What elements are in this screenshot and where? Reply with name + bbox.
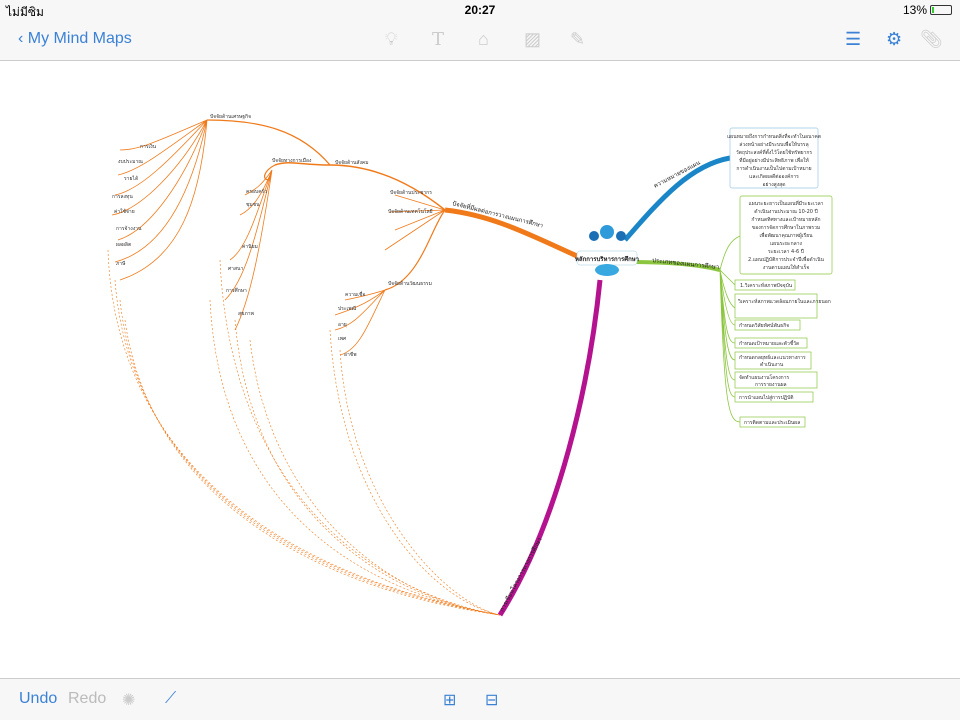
nav-bar: ‹ My Mind Maps 💡︎ T ⌂ ▨ ✎ ☰ ⚙ 📎︎ xyxy=(0,20,960,61)
outline-icon[interactable]: ☰ xyxy=(845,29,862,49)
green-topic[interactable]: กำหนดวิสัยทัศน์พันธกิจ xyxy=(734,319,801,331)
svg-text:จัดทำแผนงานโครงการ: จัดทำแผนงานโครงการ xyxy=(739,374,790,381)
orange-subtopic[interactable]: ปัจจัยด้านเทคโนโลยี xyxy=(388,208,433,215)
attachment-icon[interactable]: 📎︎ xyxy=(920,29,943,49)
orange-subtopic[interactable]: ปัจจัยทางการเมือง xyxy=(272,157,312,164)
image-icon[interactable]: ▨ xyxy=(524,29,542,49)
leaf-topic[interactable]: ศาสนา xyxy=(228,266,243,272)
battery-area: 13% xyxy=(903,3,952,17)
map-settings-icon[interactable]: ⚙ xyxy=(886,29,903,49)
lightbulb-icon[interactable]: 💡︎ xyxy=(385,29,398,49)
leaf-topic[interactable]: อาชีพ xyxy=(344,351,357,358)
battery-icon xyxy=(930,5,952,15)
green-topic[interactable]: การติดตามและประเมินผล xyxy=(739,416,806,428)
orange-branch-lines xyxy=(111,119,592,356)
svg-text:กำหนดเป้าหมายและตัวชี้วัด: กำหนดเป้าหมายและตัวชี้วัด xyxy=(739,338,799,347)
leaf-topic[interactable]: เพศ xyxy=(338,336,347,342)
add-subtopic-icon[interactable]: ⊞ xyxy=(443,692,457,709)
definition-note[interactable]: แผนหมายถึงการกำหนดสิ่งที่จะทำในอนาคตล่วง… xyxy=(727,127,821,189)
green-topic[interactable]: วิเคราะห์สภาพแวดล้อมภายในและภายนอก xyxy=(734,293,831,319)
orange-subtopic[interactable]: ปัจจัยด้านสังคม xyxy=(335,159,369,166)
leaf-topic[interactable]: ความเชื่อ xyxy=(345,291,365,298)
text-icon[interactable]: T xyxy=(432,29,445,50)
central-topic-label: หลักการบริหารการศึกษา xyxy=(575,255,639,263)
status-bar: ไม่มีซิม 20:27 13% xyxy=(0,0,960,20)
relationship-lines xyxy=(107,249,501,616)
leaf-topic[interactable]: สุขภาพ xyxy=(238,311,254,317)
cleanup-icon[interactable]: ✺ xyxy=(122,692,136,709)
mind-map-canvas[interactable]: หลักการบริหารการศึกษา ความหมายของแผน ประ… xyxy=(0,61,960,678)
leaf-topic[interactable]: ครอบครัว xyxy=(246,189,267,195)
orange-subtopics: ปัจจัยด้านเศรษฐกิจ ปัจจัยด้านสังคม ปัจจั… xyxy=(210,113,433,287)
magenta-branch-label[interactable]: การเขียนโครงการทางการศึกษา xyxy=(498,536,544,613)
leaf-topic[interactable]: ภาษี xyxy=(116,260,126,267)
magenta-branch-line xyxy=(497,279,603,617)
svg-text:การติดตามและประเมินผล: การติดตามและประเมินผล xyxy=(744,419,800,426)
back-button[interactable]: ‹ My Mind Maps xyxy=(18,30,132,47)
battery-percent: 13% xyxy=(902,3,927,17)
central-topic[interactable]: หลักการบริหารการศึกษา xyxy=(575,225,639,276)
leaf-topic[interactable]: ค่าใช้จ่าย xyxy=(114,208,135,215)
leaf-topic[interactable]: ชุมชน xyxy=(246,202,260,208)
leaf-topic[interactable]: รายได้ xyxy=(124,175,138,182)
green-topic-line: การรายงานผล xyxy=(755,382,787,388)
svg-text:1.วิเคราะห์สภาพปัจจุบัน: 1.วิเคราะห์สภาพปัจจุบัน xyxy=(740,282,793,289)
svg-text:การนำแผนไปสู่การปฏิบัติ: การนำแผนไปสู่การปฏิบัติ xyxy=(739,394,794,401)
orange-subtopic[interactable]: ปัจจัยด้านประชากร xyxy=(390,189,432,196)
bottom-toolbar: Undo Redo ✺ ⟋ ⊞ ⊟ xyxy=(0,678,960,720)
leaf-topic[interactable]: การเงิน xyxy=(140,143,157,150)
pencil-icon[interactable]: ✎ xyxy=(570,29,586,49)
green-topic[interactable]: การนำแผนไปสู่การปฏิบัติ xyxy=(734,391,814,403)
shapes-icon[interactable]: ⌂ xyxy=(478,29,489,49)
green-child-lines xyxy=(719,235,741,423)
svg-text:วิเคราะห์สภาพแวดล้อมภายในและภา: วิเคราะห์สภาพแวดล้อมภายในและภายนอก xyxy=(738,298,831,305)
clock: 20:27 xyxy=(464,3,496,17)
leaf-topic[interactable]: งบประมาณ xyxy=(118,159,143,165)
carrier: ไม่มีซิม xyxy=(6,5,44,19)
orange-subtopic[interactable]: ปัจจัยด้านวัฒนธรรม xyxy=(388,280,432,287)
green-topic[interactable]: กำหนดเป้าหมายและตัวชี้วัด xyxy=(734,337,808,349)
plan-types-note[interactable]: แผนระยะยาวเป็นแผนที่มีระยะเวลาดำเนินงานป… xyxy=(739,195,833,275)
leaf-topic[interactable]: การลงทุน xyxy=(112,194,133,200)
green-branch-line xyxy=(629,260,721,272)
green-branch-label[interactable]: ประเภทของแผนการศึกษา xyxy=(652,257,720,271)
svg-text:แผนหมายถึงการกำหนดสิ่งที่จะทำใ: แผนหมายถึงการกำหนดสิ่งที่จะทำในอนาคตล่วง… xyxy=(727,133,821,188)
undo-button[interactable]: Undo xyxy=(19,690,58,707)
svg-text:ดำเนินงาน: ดำเนินงาน xyxy=(760,361,784,368)
leaf-topic[interactable]: ประเพณี xyxy=(338,305,357,312)
add-sibling-topic-icon[interactable]: ⊟ xyxy=(485,692,499,709)
orange-leaves: การเงิน งบประมาณ รายได้ การลงทุน ค่าใช้จ… xyxy=(112,143,365,358)
green-topic[interactable]: 1.วิเคราะห์สภาพปัจจุบัน xyxy=(734,279,796,291)
blue-branch-line xyxy=(623,155,731,242)
leaf-topic[interactable]: การจ้างงาน xyxy=(116,225,142,232)
mind-map: หลักการบริหารการศึกษา ความหมายของแผน ประ… xyxy=(107,113,833,617)
relationship-icon[interactable]: ⟋ xyxy=(165,690,177,707)
svg-text:กำหนดวิสัยทัศน์พันธกิจ: กำหนดวิสัยทัศน์พันธกิจ xyxy=(739,322,789,329)
back-label: My Mind Maps xyxy=(27,30,132,47)
leaf-topic[interactable]: ผลผลิต xyxy=(116,241,131,248)
leaf-topic[interactable]: การศึกษา xyxy=(226,287,247,294)
redo-button[interactable]: Redo xyxy=(68,690,107,707)
leaf-topic[interactable]: ค่านิยม xyxy=(242,243,258,250)
leaf-topic[interactable]: อายุ xyxy=(338,322,347,328)
svg-text:กำหนดกลยุทธ์และแนวทางการ: กำหนดกลยุทธ์และแนวทางการ xyxy=(739,354,806,361)
green-children: 1.วิเคราะห์สภาพปัจจุบัน วิเคราะห์สภาพแวด… xyxy=(734,279,831,428)
svg-text:แผนระยะยาวเป็นแผนที่มีระยะเวลา: แผนระยะยาวเป็นแผนที่มีระยะเวลาดำเนินงานป… xyxy=(748,199,824,271)
orange-subtopic[interactable]: ปัจจัยด้านเศรษฐกิจ xyxy=(210,113,251,120)
